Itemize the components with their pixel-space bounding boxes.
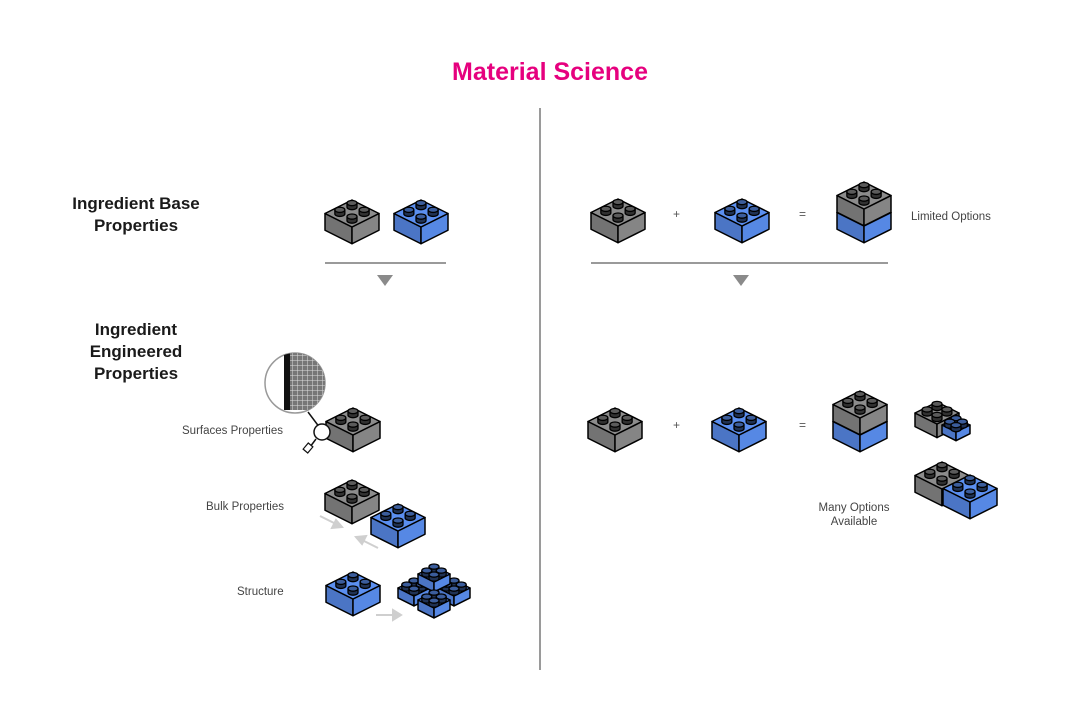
equals-sign: = bbox=[799, 207, 807, 221]
blue-brick bbox=[942, 474, 998, 520]
blue-brick bbox=[711, 407, 767, 453]
grey-brick bbox=[590, 198, 646, 244]
down-arrow-icon bbox=[377, 275, 393, 286]
engineered-properties-heading: Ingredient Engineered Properties bbox=[89, 320, 183, 383]
limited-stack-top bbox=[836, 181, 892, 227]
surfaces-properties-label: Surfaces Properties bbox=[182, 425, 283, 437]
blue-brick bbox=[370, 503, 426, 549]
bulk-properties-label: Bulk Properties bbox=[206, 501, 284, 513]
base-properties-heading: Ingredient Base Properties bbox=[72, 194, 200, 235]
many-stack-top bbox=[832, 390, 888, 436]
plus-sign: + bbox=[673, 207, 681, 221]
structure-label: Structure bbox=[237, 586, 284, 598]
right-divider bbox=[591, 262, 888, 264]
grey-brick bbox=[324, 199, 380, 245]
small-blue-brick bbox=[417, 563, 451, 593]
down-arrow-icon bbox=[733, 275, 749, 286]
blue-brick bbox=[393, 199, 449, 245]
small-blue-brick bbox=[397, 577, 431, 607]
left-divider bbox=[325, 262, 446, 264]
blue-brick bbox=[714, 198, 770, 244]
right-arrow-icon bbox=[376, 608, 403, 622]
magnifier-icon bbox=[264, 352, 331, 454]
limited-options-label: Limited Options bbox=[911, 211, 991, 223]
many-options-label: Many Options Available bbox=[818, 502, 890, 528]
merge-arrows-icon bbox=[319, 515, 379, 549]
small-blue-brick bbox=[417, 589, 451, 619]
blue-brick bbox=[325, 571, 381, 617]
grey-brick bbox=[324, 479, 380, 525]
small-blue-brick bbox=[941, 414, 971, 442]
grey-brick bbox=[587, 407, 643, 453]
plus-sign: + bbox=[673, 418, 681, 432]
page-title: Material Science bbox=[452, 58, 648, 86]
vertical-divider bbox=[539, 108, 541, 670]
grey-brick bbox=[325, 407, 381, 453]
equals-sign: = bbox=[799, 418, 807, 432]
